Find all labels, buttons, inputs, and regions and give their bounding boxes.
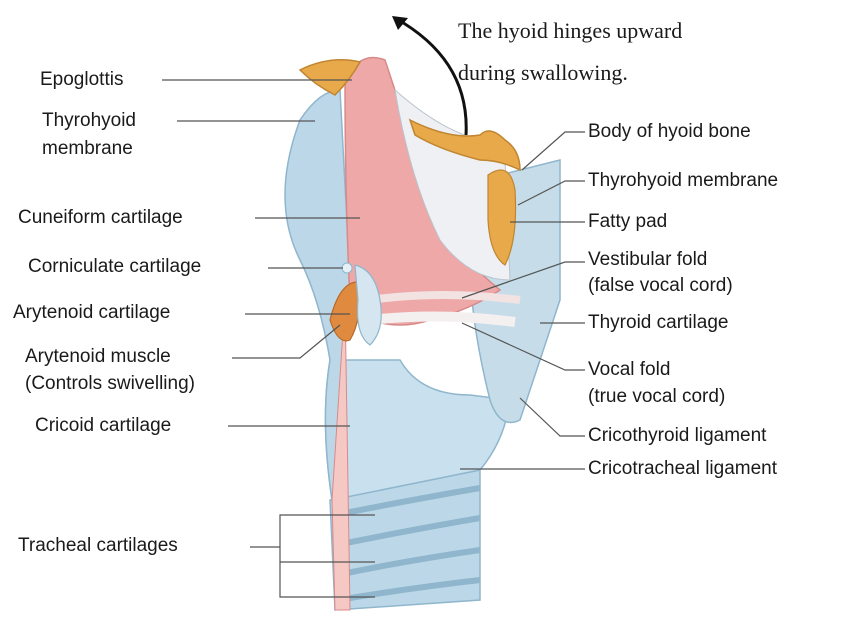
label-thyroid-cartilage: Thyroid cartilage <box>588 312 728 334</box>
label-corniculate-cartilage: Corniculate cartilage <box>28 256 201 278</box>
corniculate-cartilage <box>342 263 352 273</box>
cricoid-cartilage <box>325 360 510 500</box>
label-arytenoid-muscle-1: Arytenoid muscle <box>25 346 171 368</box>
label-fatty-pad: Fatty pad <box>588 211 667 233</box>
label-arytenoid-cartilage: Arytenoid cartilage <box>13 302 170 324</box>
annotation-line-2: during swallowing. <box>458 60 628 86</box>
label-vocal-fold-2: (true vocal cord) <box>588 386 725 408</box>
label-cuneiform-cartilage: Cuneiform cartilage <box>18 207 183 229</box>
label-cricoid-cartilage: Cricoid cartilage <box>35 415 171 437</box>
label-hyoid-body: Body of hyoid bone <box>588 121 751 143</box>
label-thyrohyoid-membrane-right: Thyrohyoid membrane <box>588 170 778 192</box>
label-tracheal-cartilages: Tracheal cartilages <box>18 535 178 557</box>
label-cricothyroid-ligament: Cricothyroid ligament <box>588 425 766 447</box>
label-arytenoid-muscle-2: (Controls swivelling) <box>25 373 195 395</box>
label-vocal-fold-1: Vocal fold <box>588 359 670 381</box>
label-cricotracheal-ligament: Cricotracheal ligament <box>588 458 777 480</box>
vocal-fold <box>370 316 515 322</box>
annotation-line-1: The hyoid hinges upward <box>458 18 682 44</box>
label-vestibular-fold-2: (false vocal cord) <box>588 275 733 297</box>
label-thyrohyoid-membrane-left-1: Thyrohyoid <box>42 110 136 132</box>
label-epiglottis: Epoglottis <box>40 69 123 91</box>
label-vestibular-fold-1: Vestibular fold <box>588 249 707 271</box>
label-thyrohyoid-membrane-left-2: membrane <box>42 138 133 160</box>
